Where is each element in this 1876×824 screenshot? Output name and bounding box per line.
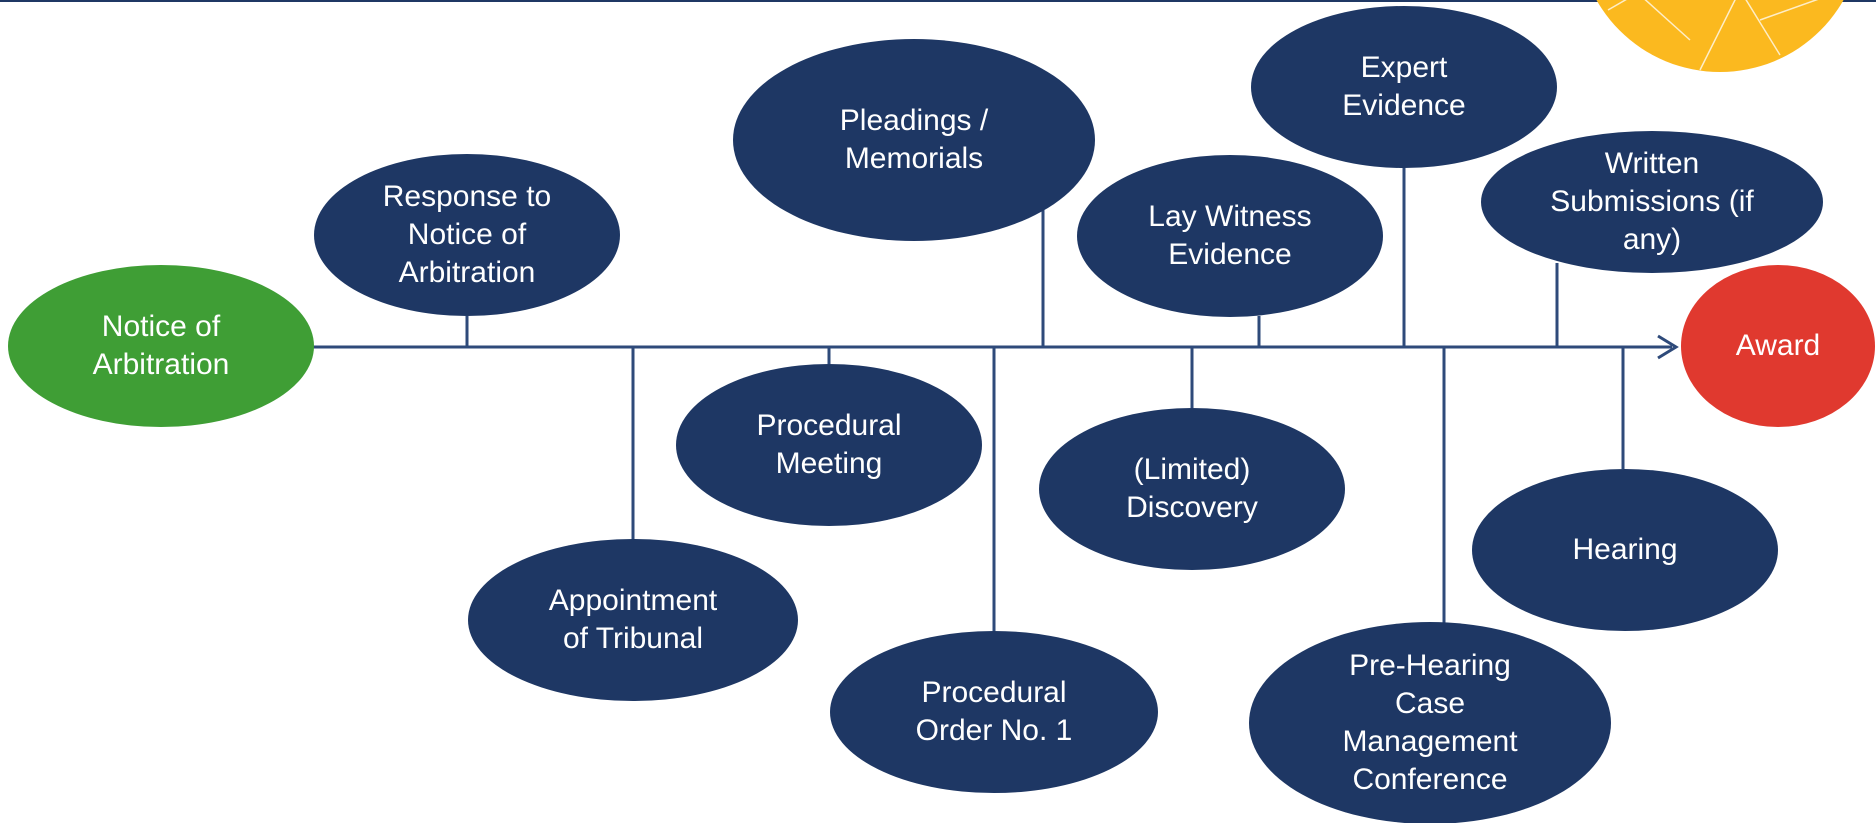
node-procedural-order-1 (830, 631, 1158, 793)
node-pleadings-memorials (733, 39, 1095, 241)
decorative-sun-shape (1596, 0, 1844, 72)
node-hearing (1472, 469, 1778, 631)
timeline-arrowhead (1657, 334, 1679, 360)
node-pre-hearing-cmc (1249, 622, 1611, 823)
node-appointment-of-tribunal (468, 539, 798, 701)
node-lay-witness-evidence (1077, 155, 1383, 317)
node-limited-discovery (1039, 408, 1345, 570)
node-expert-evidence (1251, 6, 1557, 168)
connector-lines (465, 168, 1625, 631)
node-written-submissions (1481, 131, 1823, 273)
node-notice-of-arbitration (8, 265, 314, 427)
top-border-line (0, 0, 1876, 2)
node-award (1681, 265, 1875, 427)
accent-circle (1596, 0, 1844, 72)
node-response-to-notice (314, 154, 620, 316)
node-procedural-meeting (676, 364, 982, 526)
